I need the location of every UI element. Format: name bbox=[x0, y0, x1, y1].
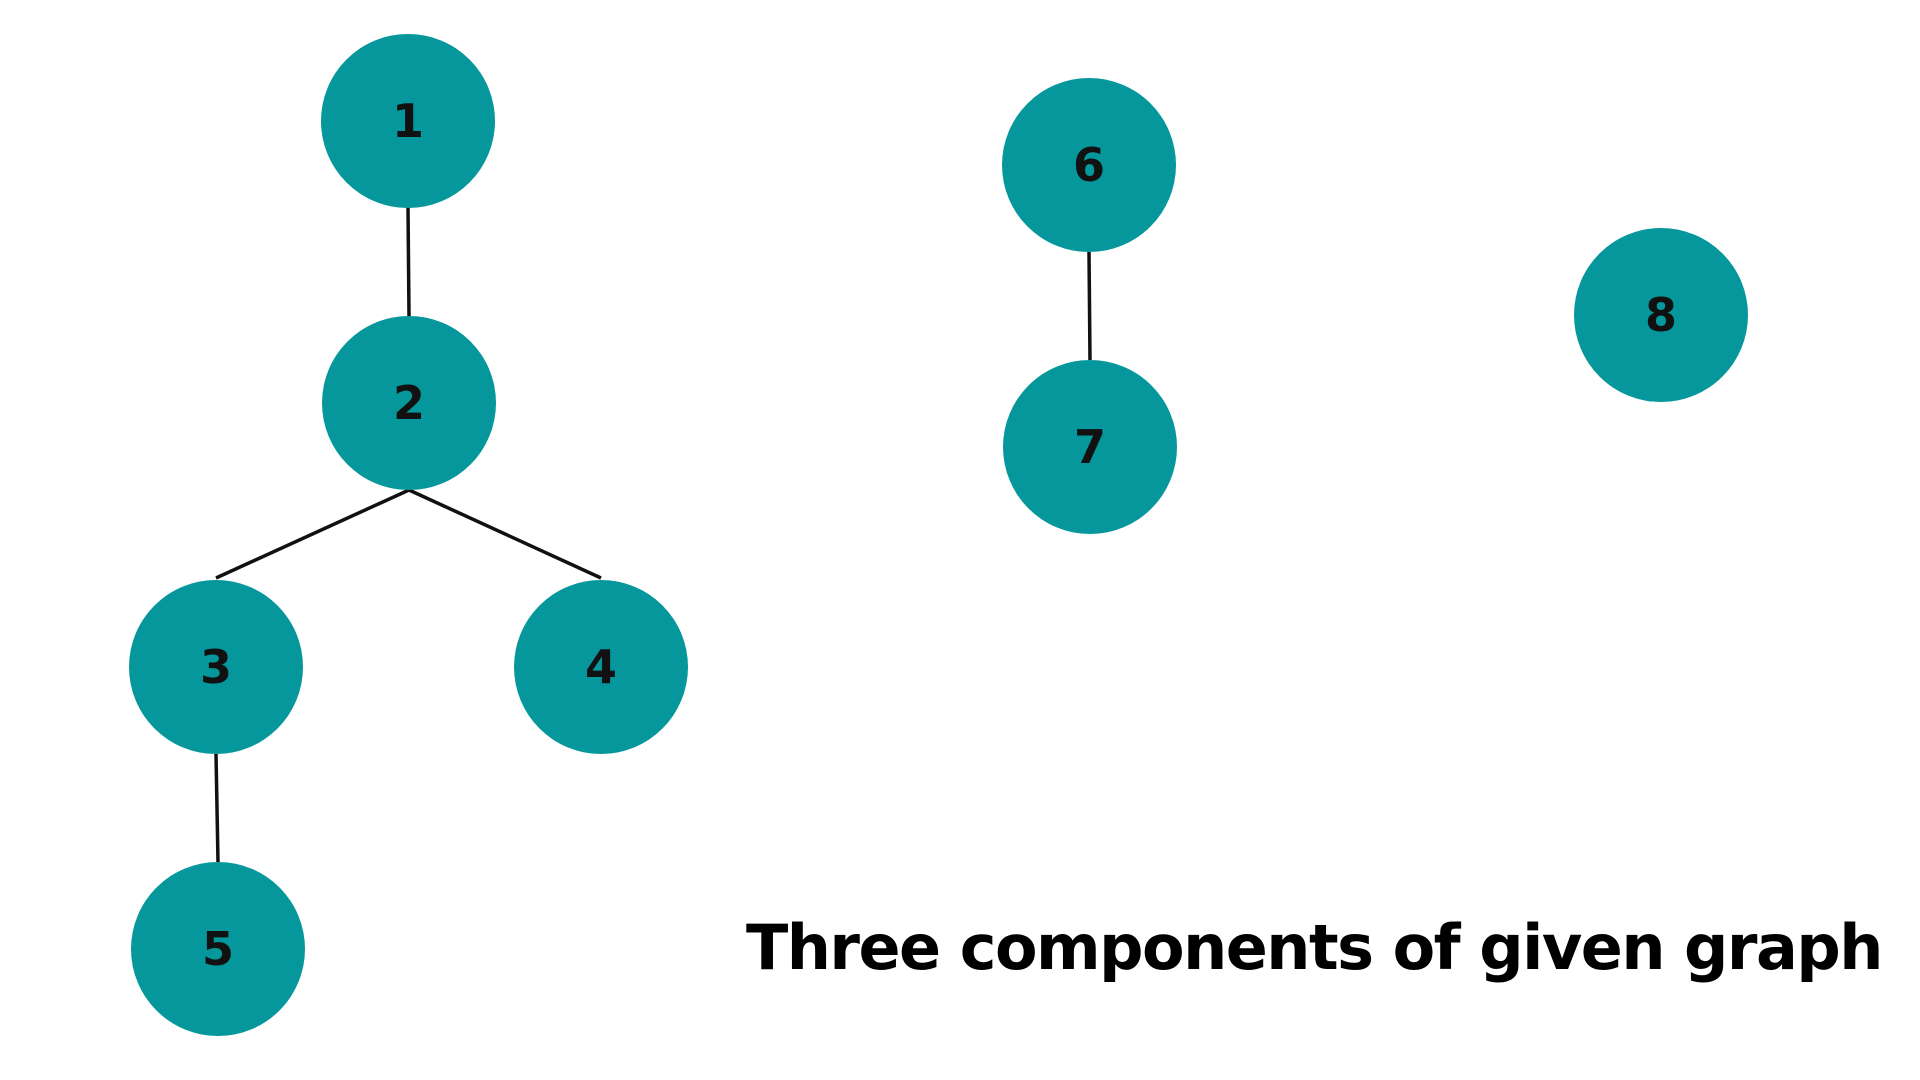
edge-1-2 bbox=[406, 206, 411, 317]
node-6: 6 bbox=[1002, 78, 1176, 252]
diagram-caption: Three components of given graph bbox=[746, 911, 1883, 984]
edge-2-3 bbox=[215, 488, 410, 580]
edge-6-7 bbox=[1087, 251, 1092, 361]
node-2: 2 bbox=[322, 316, 496, 490]
node-circle-1 bbox=[321, 34, 495, 208]
node-label-4: 4 bbox=[585, 640, 617, 694]
node-circle-5 bbox=[131, 862, 305, 1036]
nodes-layer: 1 2 3 4 5 6 7 8 bbox=[129, 34, 1748, 1036]
node-4: 4 bbox=[514, 580, 688, 754]
edge-3-5 bbox=[214, 753, 220, 863]
node-circle-2 bbox=[322, 316, 496, 490]
node-label-2: 2 bbox=[393, 376, 425, 430]
node-1: 1 bbox=[321, 34, 495, 208]
node-label-8: 8 bbox=[1645, 288, 1677, 342]
node-label-1: 1 bbox=[392, 94, 424, 148]
node-circle-3 bbox=[129, 580, 303, 754]
node-label-5: 5 bbox=[202, 922, 234, 976]
node-circle-6 bbox=[1002, 78, 1176, 252]
edges-layer bbox=[214, 206, 1092, 863]
node-7: 7 bbox=[1003, 360, 1177, 534]
edge-2-4 bbox=[408, 488, 602, 580]
node-label-6: 6 bbox=[1073, 138, 1105, 192]
node-3: 3 bbox=[129, 580, 303, 754]
node-circle-4 bbox=[514, 580, 688, 754]
node-label-7: 7 bbox=[1074, 420, 1106, 474]
node-circle-8 bbox=[1574, 228, 1748, 402]
node-8: 8 bbox=[1574, 228, 1748, 402]
node-5: 5 bbox=[131, 862, 305, 1036]
node-circle-7 bbox=[1003, 360, 1177, 534]
node-label-3: 3 bbox=[200, 640, 232, 694]
